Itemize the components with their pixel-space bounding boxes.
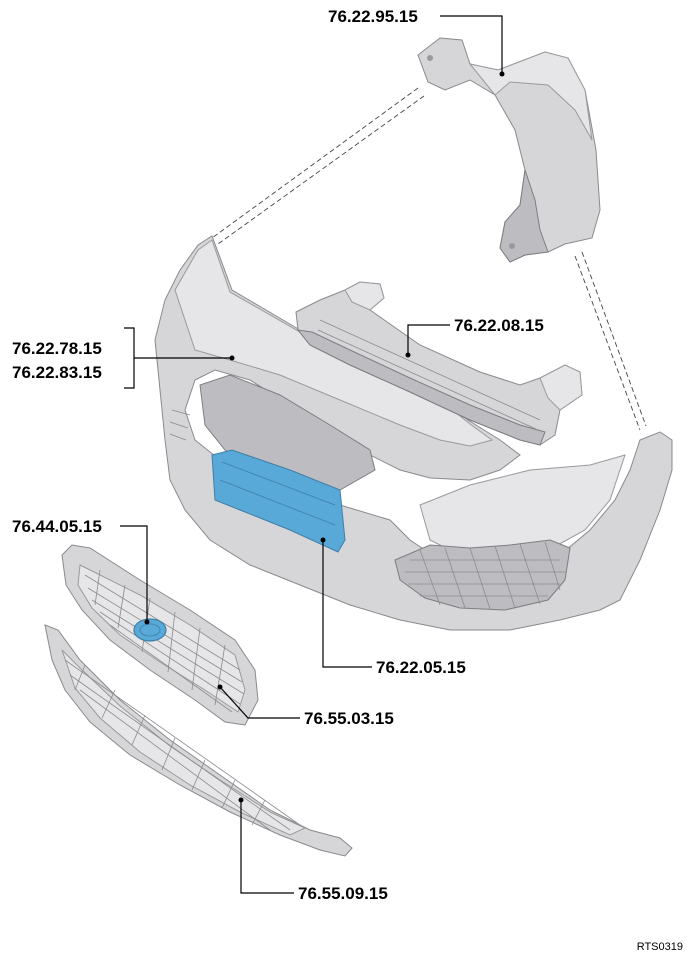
license-plate-bracket-part (211, 449, 346, 553)
label-license-plate-bracket: 76.22.05.15 (376, 658, 466, 677)
leader-lines (120, 15, 505, 894)
label-bumper-cover-1: 76.22.78.15 (12, 339, 102, 358)
label-emblem: 76.44.05.15 (12, 517, 102, 536)
label-bumper-beam: 76.22.08.15 (454, 316, 544, 335)
emblem-badge (133, 618, 167, 642)
label-lower-grille: 76.55.09.15 (298, 884, 388, 903)
fender-support-part (417, 37, 601, 263)
label-bumper-cover-2: 76.22.83.15 (12, 363, 102, 382)
label-upper-grille: 76.55.03.15 (304, 709, 394, 728)
lower-grille-part (44, 624, 353, 857)
label-fender-support: 76.22.95.15 (328, 7, 418, 26)
upper-grille-part (61, 544, 259, 726)
alignment-lines (211, 87, 647, 431)
bumper-beam-part (295, 281, 583, 446)
figure-reference: RTS0319 (637, 941, 683, 953)
bumper-cover-part (154, 235, 673, 631)
bumper-intake-mesh (169, 409, 571, 611)
callout-labels: 76.22.95.15 76.22.08.15 76.22.78.15 76.2… (12, 7, 683, 953)
license-plate-bracket-highlight (211, 449, 346, 553)
